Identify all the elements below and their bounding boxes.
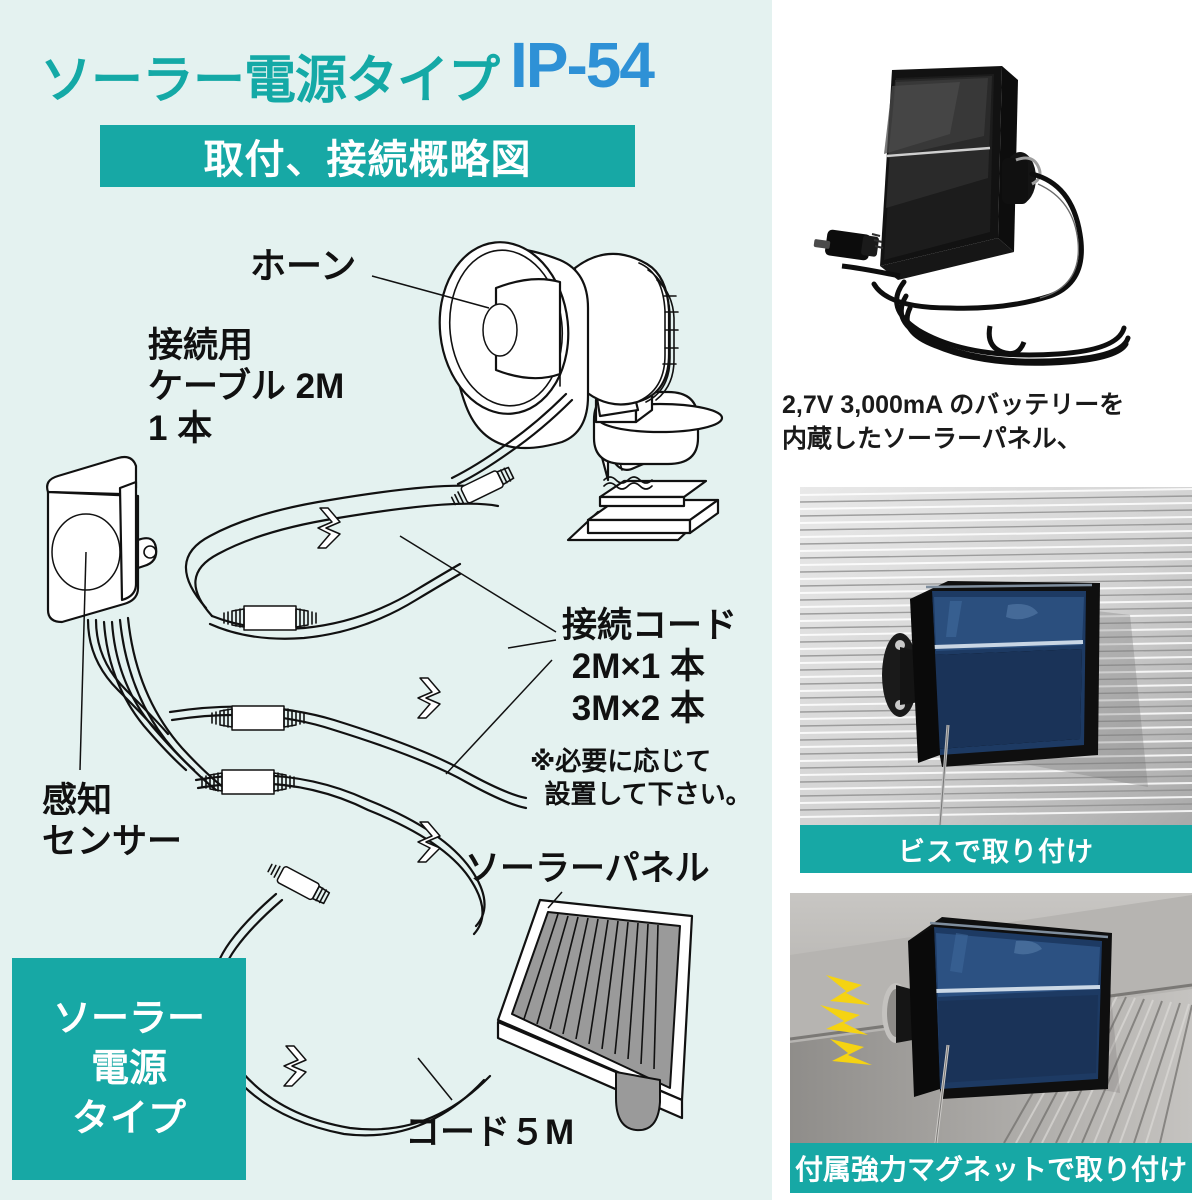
leader-line-cord-c [445, 659, 553, 775]
leader-line-cord-b [507, 639, 557, 649]
leader-line-sensor [79, 551, 87, 771]
page-title: ソーラー電源タイプ [40, 52, 500, 110]
photo-solar-panel-product [780, 8, 1192, 380]
subtitle-text: 取付、接続概略図 [203, 138, 532, 182]
caption-magnet-text: 付属強力マグネットで取り付け [794, 1154, 1187, 1185]
leader-line-cord5m [417, 1057, 453, 1101]
right-photo-column: 2,7V 3,000mA のバッテリーを 内蔵したソーラーパネル、 [772, 0, 1200, 1200]
solar-badge-line2: 電源 [90, 1047, 167, 1090]
horn-speaker-drawing [438, 241, 724, 542]
cable-run-middle [168, 677, 528, 810]
solar-badge-line3: タイプ [71, 1098, 186, 1141]
ip-rating-badge: IP-54 [510, 29, 655, 101]
label-cord-note: ※必要に応じて 設置して下さい。 [530, 746, 752, 809]
solar-panel-description: 2,7V 3,000mA のバッテリーを 内蔵したソーラーパネル、 [782, 391, 1125, 453]
cable-run-top [184, 463, 516, 640]
label-cable-2m: 接続用 ケーブル 2M 1 本 [148, 326, 345, 448]
solar-type-badge: ソーラー 電源 タイプ [12, 958, 246, 1180]
left-diagram-panel: ソーラー電源タイプ IP-54 取付、接続概略図 .ln{fill:none;s… [0, 0, 772, 1200]
caption-magnet-mount: 付属強力マグネットで取り付け [790, 1143, 1192, 1193]
solar-badge-line1: ソーラー [52, 997, 205, 1040]
leader-line-horn [371, 275, 490, 309]
magnet-spark-icon [820, 975, 872, 1065]
caption-screw-mount: ビスで取り付け [800, 825, 1192, 873]
header-title-row: ソーラー電源タイプ IP-54 [40, 29, 740, 110]
label-connect-cord: 接続コード 2M×1 本 3M×2 本 [562, 606, 738, 728]
label-solar-panel: ソーラーパネル [465, 849, 710, 888]
leader-line-cord-a [399, 535, 557, 633]
subtitle-banner: 取付、接続概略図 [100, 125, 635, 187]
photo-magnet-mount [790, 893, 1192, 1143]
solar-panel-drawing [496, 898, 694, 1132]
sensor-box-drawing [46, 455, 226, 792]
wiring-diagram-illustration: .ln{fill:none;stroke:#111;stroke-width:2… [46, 241, 724, 1137]
label-horn: ホーン [250, 245, 357, 286]
caption-screw-text: ビスで取り付け [898, 836, 1094, 867]
label-sensor: 感知 センサー [42, 781, 183, 862]
leader-line-solar-panel [547, 891, 563, 909]
label-cord-5m: コード５M [405, 1113, 575, 1152]
photo-screw-mount [800, 487, 1192, 825]
